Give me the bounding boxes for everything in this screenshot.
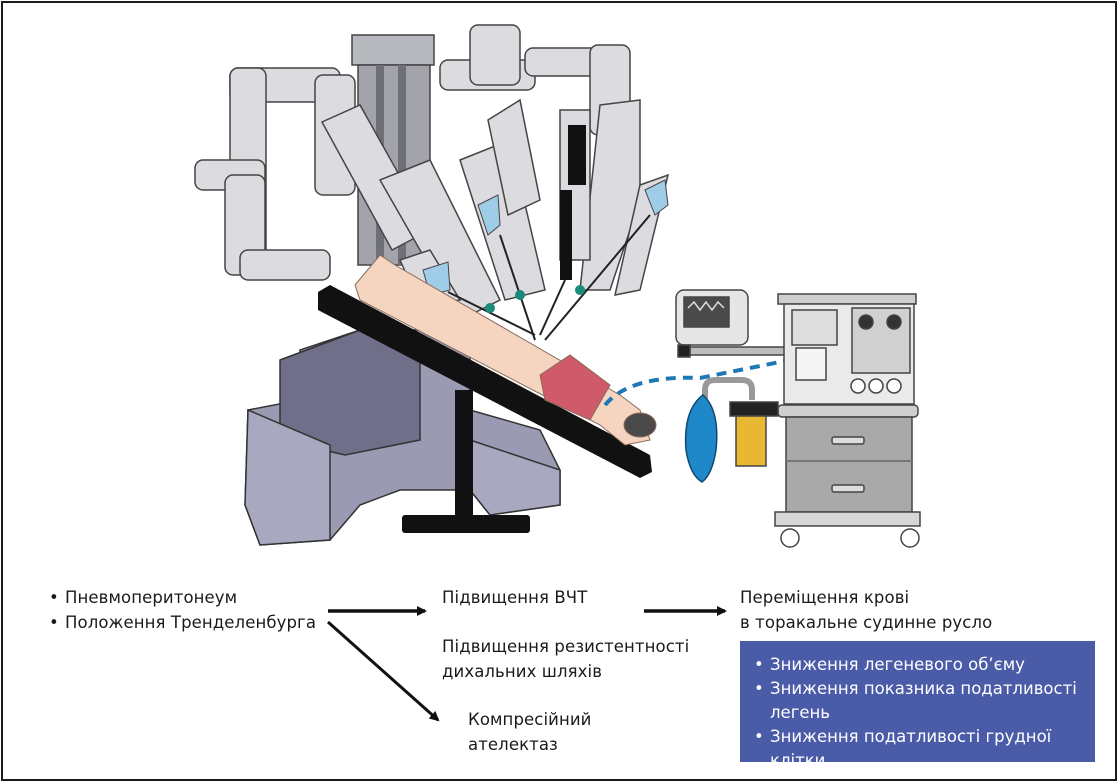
cause-item: Пневмоперитонеум bbox=[49, 585, 316, 610]
flow-arrows bbox=[327, 606, 727, 722]
patient bbox=[354, 254, 657, 446]
effect-item: Зниження податливості грудної клітки bbox=[754, 725, 1085, 773]
blood-shift-line1: Переміщення крові bbox=[740, 588, 910, 607]
effect-item: Зниження показника податливості легень bbox=[754, 677, 1085, 725]
breathing-circuit bbox=[603, 358, 791, 407]
robotic-surgery-illustration bbox=[194, 24, 921, 548]
breathing-bag bbox=[684, 394, 718, 483]
airway-resistance-line1: Підвищення резистентності bbox=[442, 637, 690, 656]
operating-table bbox=[318, 285, 652, 533]
atelectasis-label: Компресійний ателектаз bbox=[468, 707, 591, 757]
blood-shift-label: Переміщення крові в торакальне судинне р… bbox=[740, 585, 992, 635]
blood-shift-line2: в торакальне судинне русло bbox=[740, 613, 993, 632]
robot-instruments bbox=[422, 109, 669, 341]
causes-list: Пневмоперитонеум Положення Тренделенбург… bbox=[49, 585, 316, 635]
atelectasis-line2: ателектаз bbox=[468, 735, 558, 754]
effect-item: Зниження легеневого об’єму bbox=[754, 653, 1085, 677]
airway-resistance-label: Підвищення резистентності дихальних шлях… bbox=[442, 634, 689, 684]
robot-arms bbox=[194, 24, 670, 321]
respiratory-effects-box: Зниження легеневого об’єму Зниження пока… bbox=[740, 641, 1095, 770]
anesthesia-machine bbox=[675, 289, 921, 548]
cause-item: Положення Тренделенбурга bbox=[49, 610, 316, 635]
airway-resistance-line2: дихальних шляхів bbox=[442, 662, 603, 681]
arrow-causes-to-atelectasis bbox=[327, 620, 440, 722]
icp-increase-label: Підвищення ВЧТ bbox=[442, 588, 588, 607]
atelectasis-line1: Компресійний bbox=[468, 710, 592, 729]
